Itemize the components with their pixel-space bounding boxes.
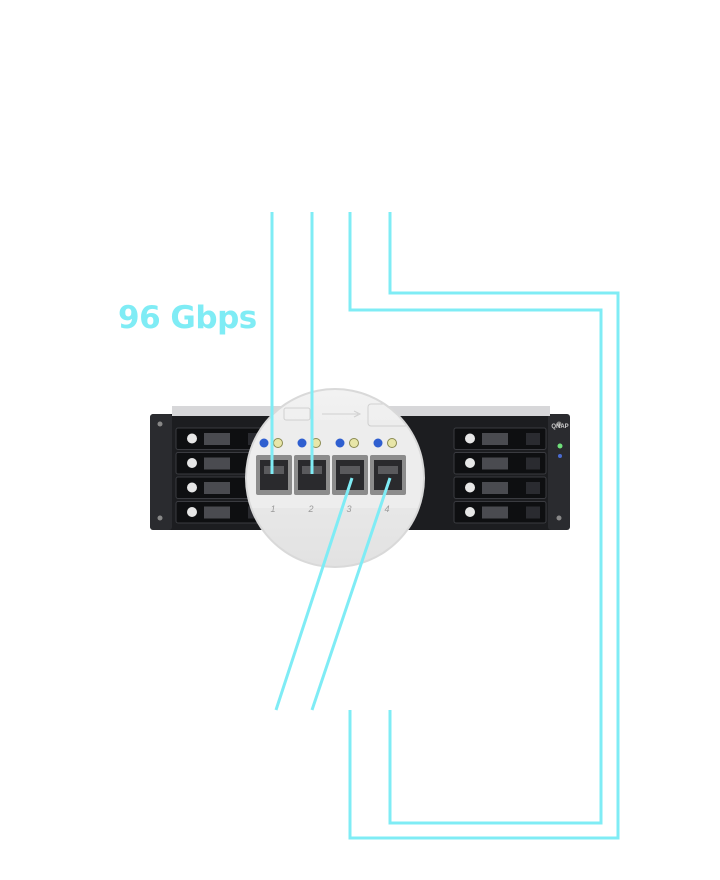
thunderbolt-port-1: 1 xyxy=(256,438,292,514)
port-number-label: 1 xyxy=(270,504,275,514)
status-led xyxy=(558,454,562,458)
drive-bay xyxy=(453,476,547,499)
right-rack-ear xyxy=(548,414,570,530)
bandwidth-label: 96 Gbps xyxy=(118,300,257,336)
port-number-label: 2 xyxy=(307,504,313,514)
port-led-blue xyxy=(373,438,383,448)
cables xyxy=(270,212,620,840)
thunderbolt-port-2: 2 xyxy=(294,438,330,514)
thunderbolt-port-3: 3 xyxy=(332,438,368,514)
left-rack-ear xyxy=(150,414,172,530)
port-number-label: 4 xyxy=(384,504,389,514)
thunderbolt-ports: 1 2 3 4 xyxy=(256,438,406,514)
rack-screw xyxy=(157,421,163,427)
port-number-label: 3 xyxy=(346,504,351,514)
drive-bay xyxy=(175,427,269,450)
cable-loop-inner-top xyxy=(348,212,620,840)
port-led-yellow xyxy=(387,438,397,448)
port-led-blue xyxy=(259,438,269,448)
port-led-yellow xyxy=(273,438,283,448)
rack-screw xyxy=(556,515,562,521)
port-socket xyxy=(260,460,288,490)
port-led-blue xyxy=(297,438,307,448)
drive-bay xyxy=(453,427,547,450)
port-led-yellow xyxy=(349,438,359,448)
drive-bay xyxy=(175,501,269,524)
rack-screw xyxy=(556,421,562,427)
cable-port-3-down xyxy=(274,477,354,711)
cable-loop-outer-top xyxy=(348,212,603,825)
power-led xyxy=(557,443,563,449)
cable-port-4-down xyxy=(310,477,392,711)
port-led-blue xyxy=(335,438,345,448)
rack-screw xyxy=(157,515,163,521)
drive-bay xyxy=(453,452,547,475)
magnifier-lens: 1 2 3 4 xyxy=(245,388,425,568)
drive-bay xyxy=(453,501,547,524)
brand-logo: QNAP xyxy=(551,424,568,430)
